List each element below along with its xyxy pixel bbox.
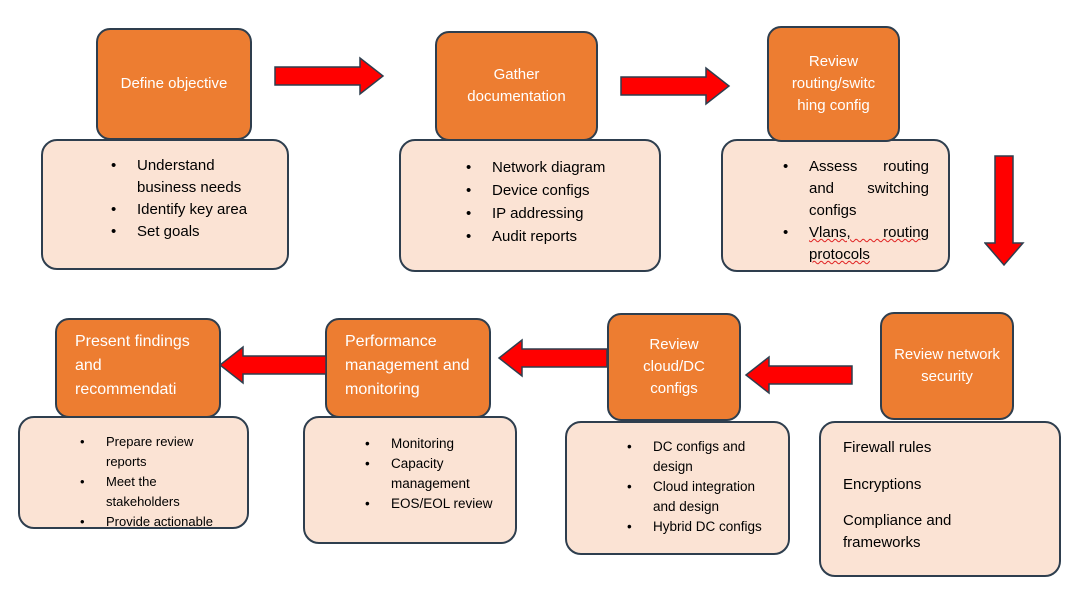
step-gather-documentation-header: Gather documentation <box>435 31 598 141</box>
list-item: Provide actionable <box>80 512 216 527</box>
arrow-left-icon <box>497 338 608 378</box>
arrow-right-icon <box>274 56 385 96</box>
list-item: Monitoring <box>365 434 501 454</box>
step-review-cloud-dc-details: DC configs and design Cloud integration … <box>565 421 790 555</box>
list-item: Encryptions <box>843 476 922 493</box>
list-item: Set goals <box>111 221 267 243</box>
step-review-network-security-details: Firewall rules Encryptions Compliance an… <box>819 421 1061 577</box>
list-item: Capacity management <box>365 454 501 494</box>
step-title: Review routing/switc hing config <box>791 53 876 114</box>
list-item: Compliance and frameworks <box>843 512 952 551</box>
list-item: Device configs <box>466 179 659 202</box>
step-title: Review network security <box>894 346 1000 385</box>
list-item: Network diagram <box>466 156 659 179</box>
step-review-cloud-dc-header: Review cloud/DC configs <box>607 313 741 421</box>
arrow-left-icon <box>218 345 327 385</box>
step-performance-management-header: Performance management and monitoring <box>325 318 491 418</box>
step-gather-documentation-details: Network diagram Device configs IP addres… <box>399 139 661 272</box>
list-item: Meet the stakeholders <box>80 472 216 512</box>
arrow-right-icon <box>620 66 731 106</box>
list-item: Understand business needs <box>111 155 267 199</box>
step-define-objective-header: Define objective <box>96 28 252 140</box>
list-item: Hybrid DC configs <box>627 517 781 537</box>
list-item: IP addressing <box>466 202 659 225</box>
step-review-network-security-header: Review network security <box>880 312 1014 420</box>
step-title: Gather documentation <box>467 66 566 105</box>
step-title: Performance management and monitoring <box>345 333 470 398</box>
arrow-down-icon <box>984 155 1025 267</box>
list-item: EOS/EOL review <box>365 494 501 514</box>
arrow-left-icon <box>744 355 853 395</box>
step-define-objective-details: Understand business needs Identify key a… <box>41 139 289 270</box>
step-review-routing-details: Assess routing and switching configs Vla… <box>721 139 950 272</box>
step-title: Present findings and recommendati <box>75 333 190 398</box>
step-title: Review cloud/DC configs <box>643 336 705 397</box>
list-item: Cloud integration and design <box>627 477 781 517</box>
step-present-findings-header: Present findings and recommendati <box>55 318 221 418</box>
step-title: Define objective <box>120 75 228 92</box>
list-item: Assess routing and switching configs <box>783 156 929 222</box>
list-item: Audit reports <box>466 225 659 248</box>
step-review-routing-header: Review routing/switc hing config <box>767 26 900 142</box>
list-item: DC configs and design <box>627 437 781 477</box>
step-performance-management-details: Monitoring Capacity management EOS/EOL r… <box>303 416 517 544</box>
list-item: Firewall rules <box>843 439 932 456</box>
list-item: Identify key area <box>111 199 267 221</box>
step-present-findings-details: Prepare review reports Meet the stakehol… <box>18 416 249 529</box>
list-item: Prepare review reports <box>80 432 216 472</box>
list-item: Vlans, routing protocols <box>783 222 929 266</box>
